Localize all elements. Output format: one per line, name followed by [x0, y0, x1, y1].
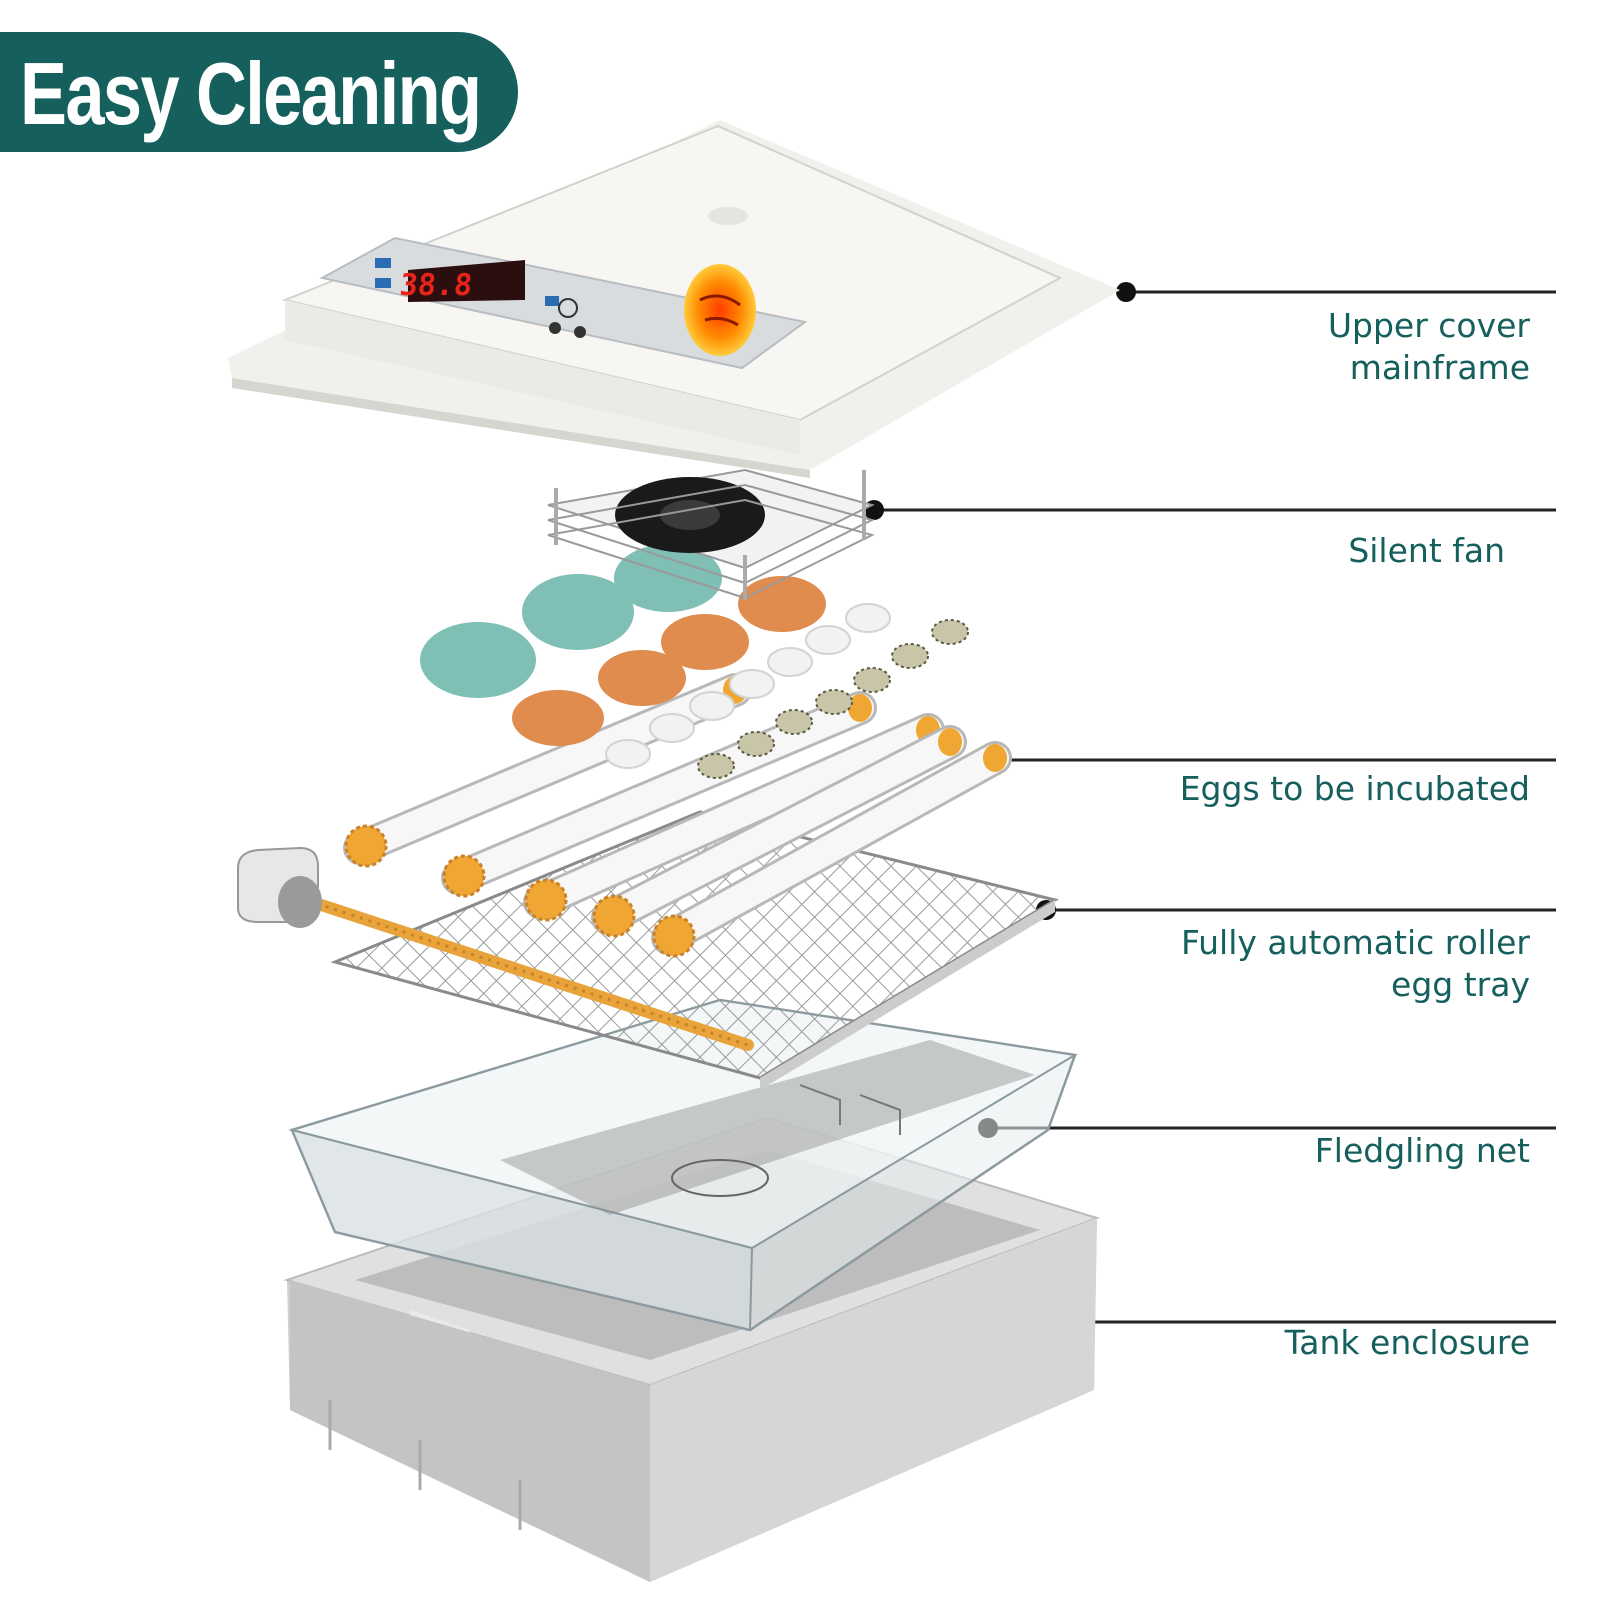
fledgling-net	[288, 998, 1078, 1332]
title-banner	[0, 32, 518, 152]
label-roller-egg-tray: Fully automatic roller egg tray	[1180, 923, 1530, 1004]
egg	[598, 650, 686, 706]
eggs	[420, 544, 969, 779]
egg	[605, 739, 651, 769]
egg	[931, 619, 969, 645]
egg	[891, 643, 929, 669]
roller-gear	[524, 878, 568, 922]
egg	[689, 691, 735, 721]
upper-cover	[228, 120, 1120, 478]
drive-rod	[294, 892, 754, 1051]
silent-fan	[547, 468, 875, 600]
roller-cap	[938, 728, 962, 756]
label-tank-enclosure: Tank enclosure	[1284, 1323, 1530, 1362]
label-eggs: Eggs to be incubated	[1179, 769, 1530, 808]
label-silent-fan: Silent fan	[1348, 531, 1505, 570]
roller-cap	[848, 694, 872, 722]
roller	[441, 691, 877, 898]
egg	[661, 614, 749, 670]
egg	[522, 574, 634, 650]
egg	[738, 576, 826, 632]
egg	[729, 669, 775, 699]
label-fledgling-net: Fledgling net	[1314, 1131, 1530, 1170]
egg	[614, 544, 722, 612]
egg	[853, 667, 891, 693]
egg	[420, 622, 536, 698]
egg-tray	[330, 810, 1059, 1090]
label-upper-cover: Upper cover mainframe	[1327, 306, 1530, 387]
roller	[651, 741, 1012, 958]
egg	[815, 689, 853, 715]
egg	[767, 647, 813, 677]
egg	[649, 713, 695, 743]
leader-lines	[876, 290, 1556, 1324]
motor	[237, 846, 322, 928]
roller	[523, 713, 945, 922]
roller-gear	[592, 894, 636, 938]
egg	[512, 690, 604, 746]
roller-gear	[652, 914, 696, 958]
egg	[697, 753, 735, 779]
egg	[845, 603, 891, 633]
egg	[737, 731, 775, 757]
roller-cap	[983, 744, 1007, 772]
roller-gear	[442, 854, 486, 898]
roller	[591, 725, 967, 938]
egg	[805, 625, 851, 655]
temperature-display: 38.8	[398, 268, 474, 303]
egg	[775, 709, 813, 735]
page-title: Easy Cleaning	[20, 44, 482, 143]
roller-gear	[344, 824, 388, 868]
